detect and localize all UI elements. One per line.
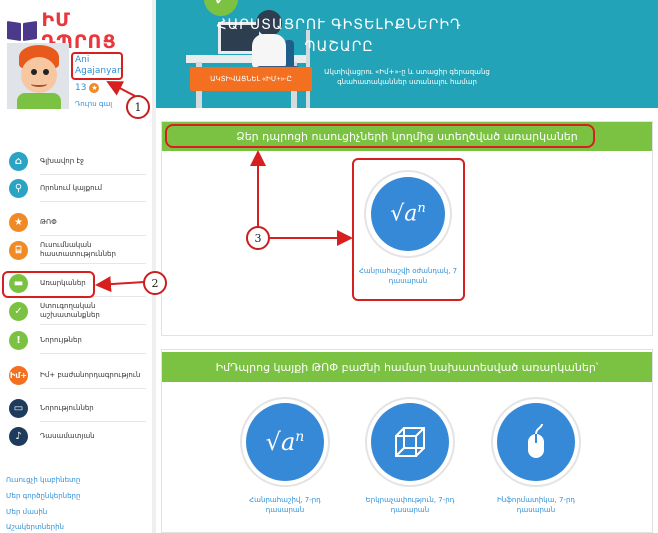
subject-card-algebra[interactable]: √an Հանրահաշիվ, 7-րդ դասարան [235,397,335,515]
sidebar-item-top[interactable]: ★ ԹՈՓ [0,208,152,236]
points-display: 13 ★ [75,83,100,93]
plus-icon: Իմ+ [9,365,28,385]
sidebar-item-home[interactable]: ⌂ Գլխավոր էջ [0,147,152,175]
sidebar-item-novelties[interactable]: ! Նորույթներ [0,326,152,354]
bell-icon: ♪ [9,426,28,446]
news-icon: ▭ [9,398,28,418]
sidebar-item-tests[interactable]: ✓ Ստուգողական աշխատանքներ [0,297,152,325]
mouse-icon [497,403,575,481]
student-illustration [252,34,286,68]
annotation-highlight-panel-title [165,124,595,148]
book-logo-icon [7,20,37,42]
subject-card-geometry[interactable]: Երկրաչափություն, 7-րդ դասարան [360,397,460,515]
annotation-marker-2: 2 [143,271,167,295]
check-icon: ✓ [9,301,28,321]
sidebar-item-journal[interactable]: ♪ Դասամատյան [0,422,152,450]
annotation-highlight-subjects [2,271,95,298]
book-icon: ▬ [9,273,28,293]
subject-card-algebra-aux[interactable]: √an Հանրահաշվի օժանդակ, 7 դասարան [358,170,458,286]
home-icon: ⌂ [9,151,28,171]
checkmark-icon: ✓ [204,0,238,16]
top-subjects-header: ԻմԴպրոց կայքի ԹՈՓ բաժնի համար նախատեսված… [162,352,652,382]
sqrt-power-icon: √an [371,177,445,251]
star-icon: ★ [9,212,28,232]
footer-link-students[interactable]: Աշակերտներին [6,523,64,531]
sidebar-item-search[interactable]: ⚲ Որոնում կայքում [0,174,152,202]
subject-card-informatics[interactable]: Ինֆորմատիկա, 7-րդ դասարան [486,397,586,515]
sidebar-item-institutions[interactable]: ⌸ Ուսումնական հաստատություններ [0,236,152,264]
sqrt-power-icon: √an [246,403,324,481]
footer-link-partners[interactable]: Մեր գործընկերները [6,492,81,500]
footer-link-teacher[interactable]: Ուսուցչի կաբինետը [6,476,81,484]
annotation-marker-1: 1 [126,95,150,119]
banner-description: Ակտիվացրու «Իմ+»-ը և ստացիր գերազանց գնա… [324,68,490,86]
exclamation-icon: ! [9,330,28,350]
username-link[interactable]: Ani Agajanyan [75,55,123,76]
institution-icon: ⌸ [9,240,28,260]
annotation-marker-3: 3 [246,226,270,250]
star-badge-icon: ★ [89,83,100,93]
search-icon: ⚲ [9,178,28,198]
sidebar-item-news[interactable]: ▭ Նորություններ [0,394,152,422]
sidebar-divider [152,0,156,533]
sidebar-item-subjects[interactable]: ▬ Առարկաներ [0,269,152,297]
sidebar: ԻՄ ԴՊՐՈՑ Ani Agajanyan 13 ★ Դուրս գալ ⌂ … [0,0,152,533]
banner-title: ՀԱՐՍՏԱՑՐՈՒ ԳԻՏԵԼԻՔՆԵՐԻԴ ՊԱՇԱՐԸ [216,17,462,55]
sidebar-item-subscription[interactable]: Իմ+ Իմ+ բաժանորդագրություն [0,361,152,389]
annotation-highlight-username [71,52,123,80]
footer-link-about[interactable]: Մեր մասին [6,508,48,516]
cube-icon [371,403,449,481]
activate-subscription-button[interactable]: ԱԿՏԻՎԱՑՆԵԼ «ԻՄ+»-Ը [190,67,312,91]
annotation-highlight-subject-card [352,158,465,301]
points-value: 13 [75,83,87,93]
logout-link[interactable]: Դուրս գալ [75,100,113,108]
avatar[interactable] [7,43,69,109]
